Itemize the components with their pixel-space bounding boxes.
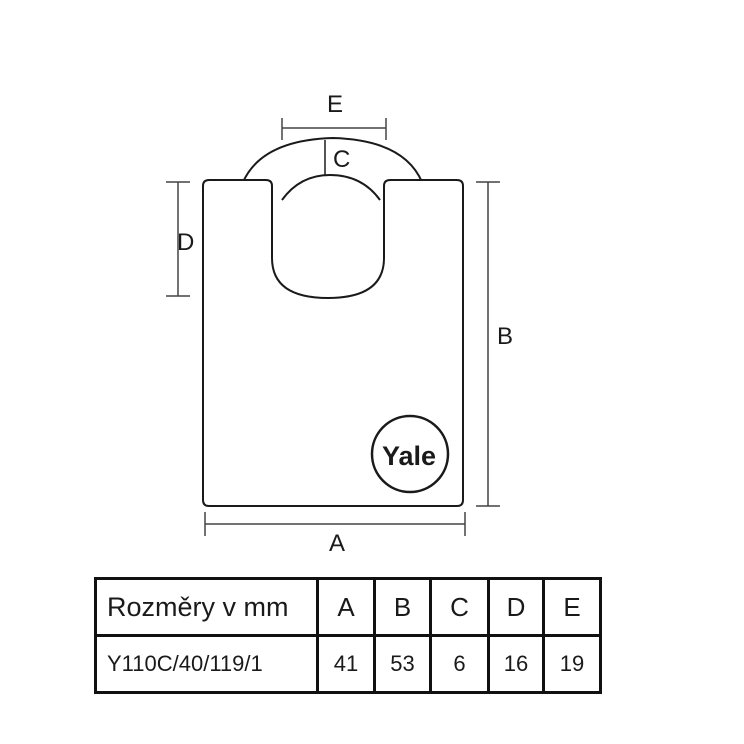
table-cell-e: 19 xyxy=(542,634,602,694)
dimensions-table: Rozměry v mm A B C D E Y110C/40/119/1 41… xyxy=(94,577,602,694)
padlock-dimension-diagram: C E D B A Yale xyxy=(166,91,513,557)
table-header-a: A xyxy=(316,577,376,637)
shackle-inner-arch xyxy=(281,173,381,201)
table-cell-c: 6 xyxy=(429,634,490,694)
table-header-c: C xyxy=(429,577,490,637)
yale-logo-circle xyxy=(370,414,450,494)
table-header-d: D xyxy=(487,577,545,637)
table-header-b: B xyxy=(373,577,432,637)
table-cell-b: 53 xyxy=(373,634,432,694)
shackle-outer-arch xyxy=(242,136,423,183)
dimension-label-a: A xyxy=(329,530,345,557)
dimension-label-e: E xyxy=(327,91,343,118)
dimension-label-b: B xyxy=(497,323,513,350)
table-row: Y110C/40/119/1 41 53 6 16 19 xyxy=(94,634,602,694)
table-cell-d: 16 xyxy=(487,634,545,694)
table-header-e: E xyxy=(542,577,602,637)
table-header-dimensions-label: Rozměry v mm xyxy=(94,577,319,637)
dimension-label-d: D xyxy=(177,229,194,256)
table-cell-a: 41 xyxy=(316,634,376,694)
yale-logo-text: Yale xyxy=(382,441,436,471)
table-header-row: Rozměry v mm A B C D E xyxy=(94,577,602,637)
table-cell-model: Y110C/40/119/1 xyxy=(94,634,319,694)
dimension-label-c: C xyxy=(333,146,350,173)
